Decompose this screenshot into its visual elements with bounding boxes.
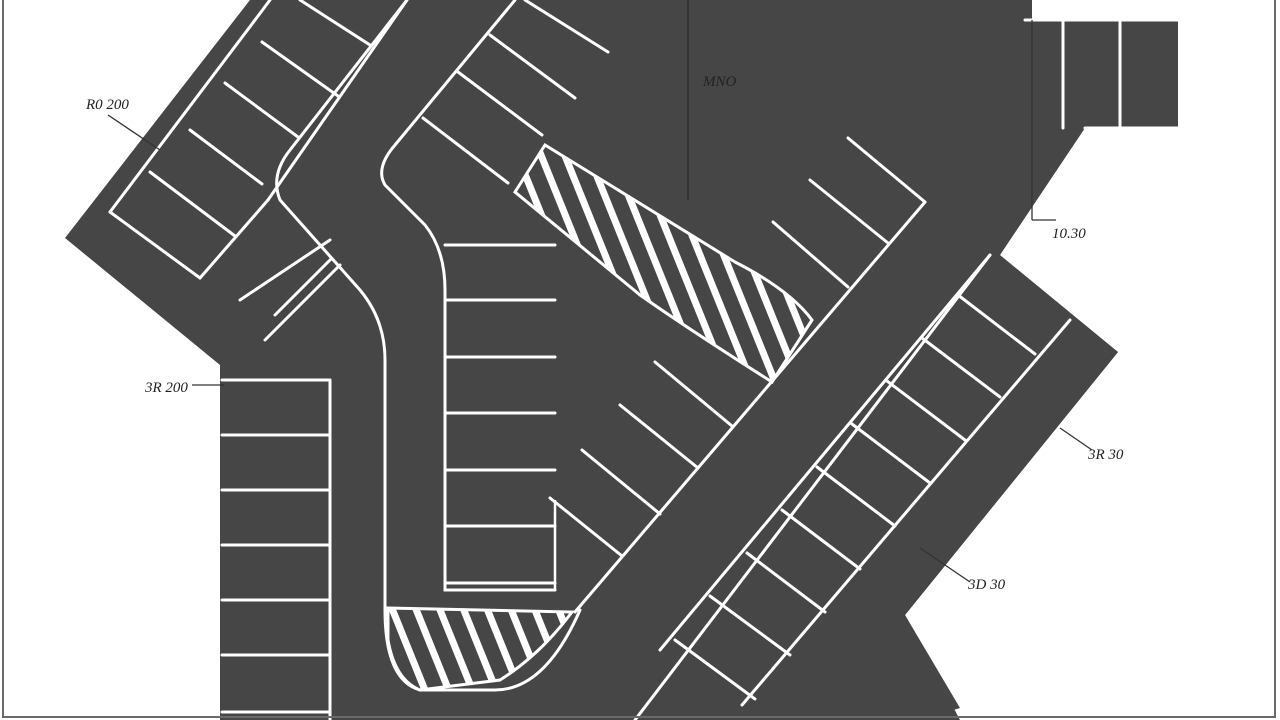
center-stall-row (443, 243, 557, 590)
top-right-stall-block (1023, 18, 1180, 130)
label-right-lower: 3D 30 (967, 577, 1006, 593)
central-angled-stalls (548, 136, 927, 614)
hatched-island-upper (513, 142, 814, 385)
annotation-leaders (107, 20, 1093, 583)
center-curb (275, 0, 582, 692)
label-right-middle: 3R 30 (1087, 447, 1124, 463)
label-right-upper: 10.30 (1052, 226, 1086, 242)
dimension-labels: MNO R0 200 3R 200 10.30 3R 30 3D 30 (85, 74, 1124, 593)
right-diagonal-stall-row (633, 253, 1072, 720)
label-mno: MNO (702, 74, 737, 90)
pavement-area (65, 0, 1178, 720)
left-stall-column (220, 378, 332, 720)
label-left-middle: 3R 200 (144, 380, 188, 396)
upper-left-angled-stalls (108, 0, 409, 342)
hatched-island-lower (386, 606, 575, 692)
upper-center-angled-stalls (421, 0, 610, 185)
label-left-upper: R0 200 (85, 97, 129, 113)
